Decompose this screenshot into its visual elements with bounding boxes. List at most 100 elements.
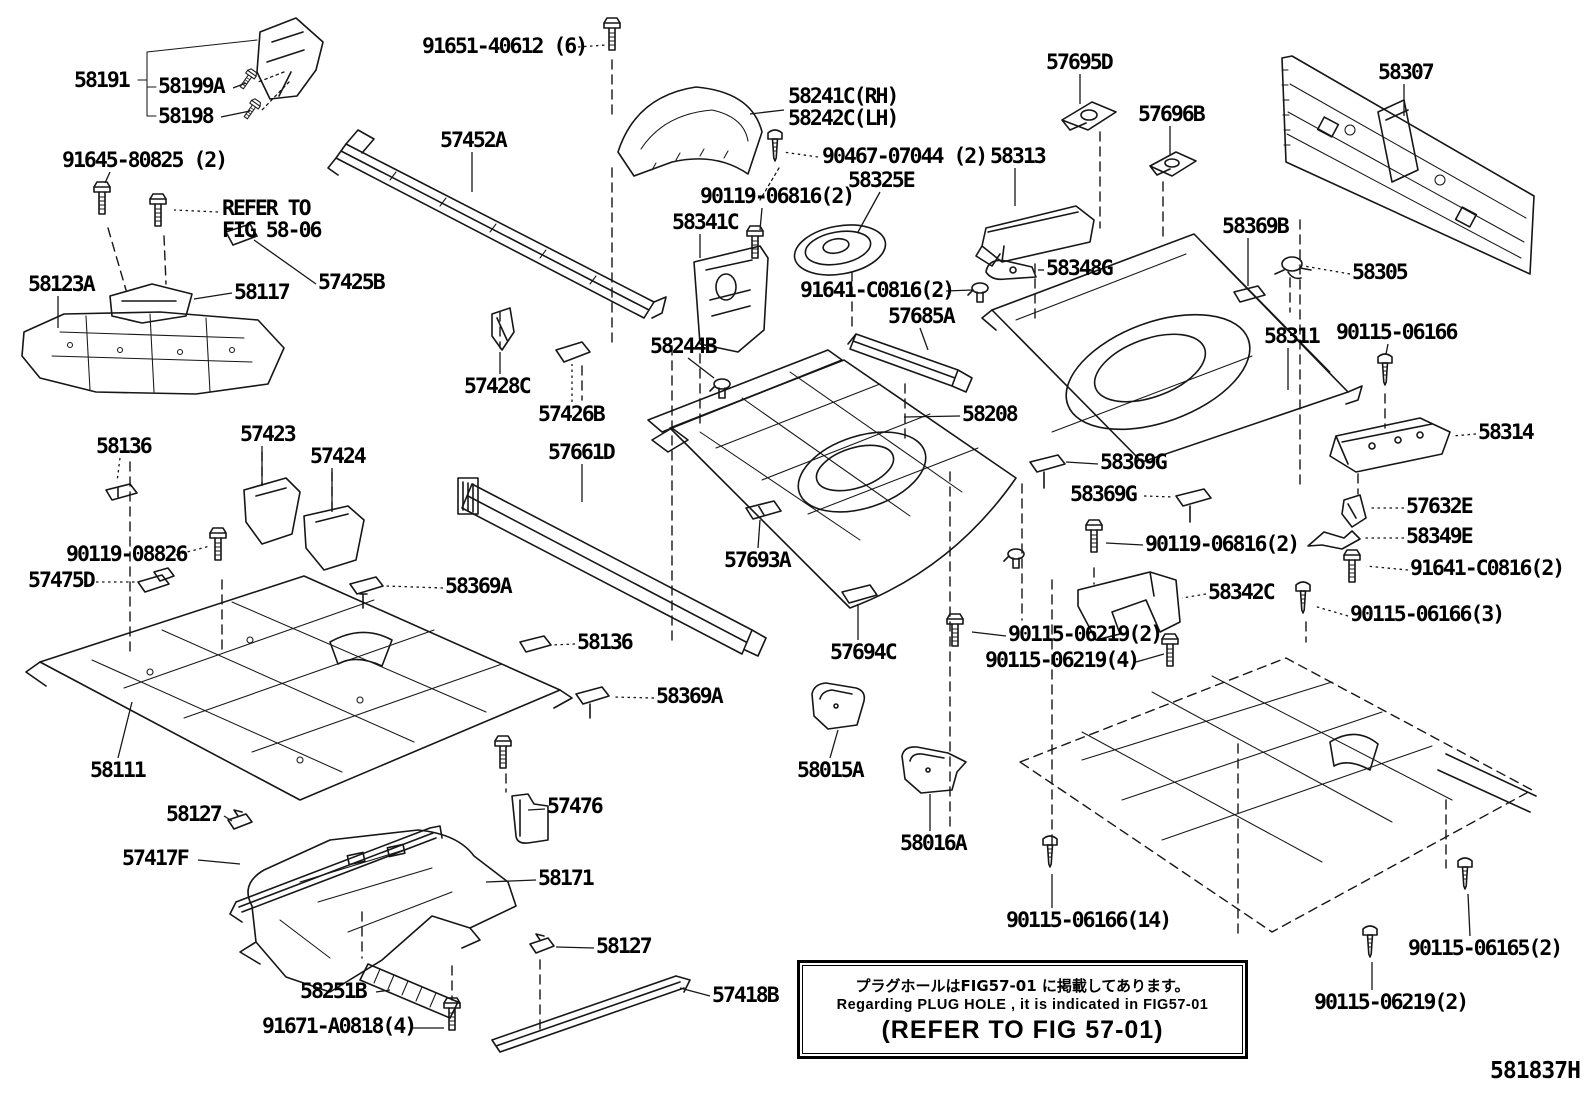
part-label-58136: 58136 [96,434,153,459]
part-label-57425b: 57425B [318,270,386,295]
leader-line [1143,495,1175,498]
part-label-91645-80825-2: 91645-80825 (2) [62,148,228,173]
leader-line [527,808,546,811]
brace-57423-art [243,477,301,545]
bolt-icon [209,527,227,561]
leader-line [1365,565,1409,571]
part-label-58127: 58127 [596,934,653,959]
clip-58015A-art [811,682,866,730]
leader-line [485,879,537,883]
clip-57426B-art [555,341,591,363]
wheelhouse-58241C-art [617,86,763,177]
leader-line [193,292,233,300]
leader-line [197,859,241,865]
leader-line [857,191,881,233]
screw-icon [1377,353,1393,386]
sill-57418B-art [491,975,691,1053]
part-label-90115-06166: 90115-06166 [1336,320,1458,345]
part-label-90115-06166-3: 90115-06166(3) [1350,602,1505,627]
part-label-58111: 58111 [90,758,147,783]
part-label-91651-40612-6: 91651-40612 (6) [422,34,588,59]
part-label-57632e: 57632E [1406,494,1474,519]
leader-line [759,207,763,231]
leader-line [1303,265,1351,275]
panel-58307-art [1281,55,1535,275]
part-label-58369g: 58369G [1070,482,1138,507]
leader-line [1105,542,1144,546]
leader-line [577,44,607,48]
bolt-icon [494,735,512,769]
screw-icon [1042,835,1058,868]
grommet-icon [967,282,989,303]
clip-58127-art [227,809,555,954]
clip-58016A-art [901,746,967,794]
bolt-icon [603,17,621,51]
leader-line [375,989,391,993]
part-label-58191: 58191 [74,68,131,93]
part-label-57693a: 57693A [724,548,792,573]
clip-58369G-art [1029,454,1212,523]
leader-line [679,987,711,997]
part-label-91641-c0816-2: 91641-C0816(2) [1410,556,1565,581]
part-label-58244b: 58244B [650,334,718,359]
part-label-57695d: 57695D [1046,50,1114,75]
bar-58251B-art [359,963,459,1019]
member-57685A-art [847,333,973,393]
part-label-58117: 58117 [234,280,291,305]
part-label-58369g: 58369G [1100,450,1168,475]
screw-icon [1362,925,1378,958]
part-label-58251b: 58251B [300,979,368,1004]
member-58123A-art [21,311,285,395]
leader-line [1135,653,1165,663]
clip-58369A-art [349,576,610,719]
clip-57694C-art [841,584,878,604]
rail-57452A-art [327,129,667,319]
part-label-91671-a0818-4: 91671-A0818(4) [262,1014,417,1039]
grommet-icon [1003,548,1025,569]
part-label-90115-06219-2: 90115-06219(2) [1008,622,1163,647]
pan-reference-art [1019,657,1537,933]
leader-line [1451,433,1477,437]
part-label-58311: 58311 [1264,324,1321,349]
part-label-58348g: 58348G [1046,256,1114,281]
leader-line [1181,593,1207,599]
bolt-icon [237,67,259,92]
note-line-japanese: プラグホールはFIG57-01 に掲載してあります。 [855,976,1190,995]
screw-icon [1457,857,1473,890]
leader-line [223,815,233,822]
bolt-icon [149,193,167,227]
silencer-58325E-art [793,224,887,276]
part-label-57476: 57476 [547,794,604,819]
leader-line [757,519,761,549]
part-label-58198: 58198 [158,104,215,129]
leader-line [551,643,576,646]
part-label-90119-06816-2: 90119-06816(2) [1145,532,1300,557]
plug-hole-note-box: プラグホールはFIG57-01 に掲載してあります。 Regarding PLU… [797,960,1248,1059]
clip-57693A-art [745,500,782,520]
leader-line [1313,605,1349,617]
part-label-58305: 58305 [1352,260,1409,285]
leader-line [945,289,973,292]
bolt-icon [1343,549,1361,583]
brace-57424-art [303,505,365,571]
part-label-58314: 58314 [1478,420,1535,445]
part-label-58136: 58136 [577,630,634,655]
part-label-58341c: 58341C [672,210,740,235]
part-label-57685a: 57685A [888,304,956,329]
bar-57417F-art [229,825,443,923]
part-label-58369a: 58369A [656,684,724,709]
note-line-refer: (REFER TO FIG 57-01) [881,1015,1164,1044]
part-label-90119-06816-2: 90119-06816(2) [700,184,855,209]
note-line-english: Regarding PLUG HOLE , it is indicated in… [836,996,1209,1013]
leader-line [782,151,819,158]
bolt-icon [93,181,111,215]
part-label-57417f: 57417F [122,846,190,871]
clip-57425B-art [225,223,258,246]
bracket-58341C-art [693,245,769,353]
clip-57475D-art [137,567,175,593]
leader-line [749,109,785,115]
leader-line [1385,343,1389,355]
part-label-58127: 58127 [166,802,223,827]
pan-58311-art [981,233,1363,463]
